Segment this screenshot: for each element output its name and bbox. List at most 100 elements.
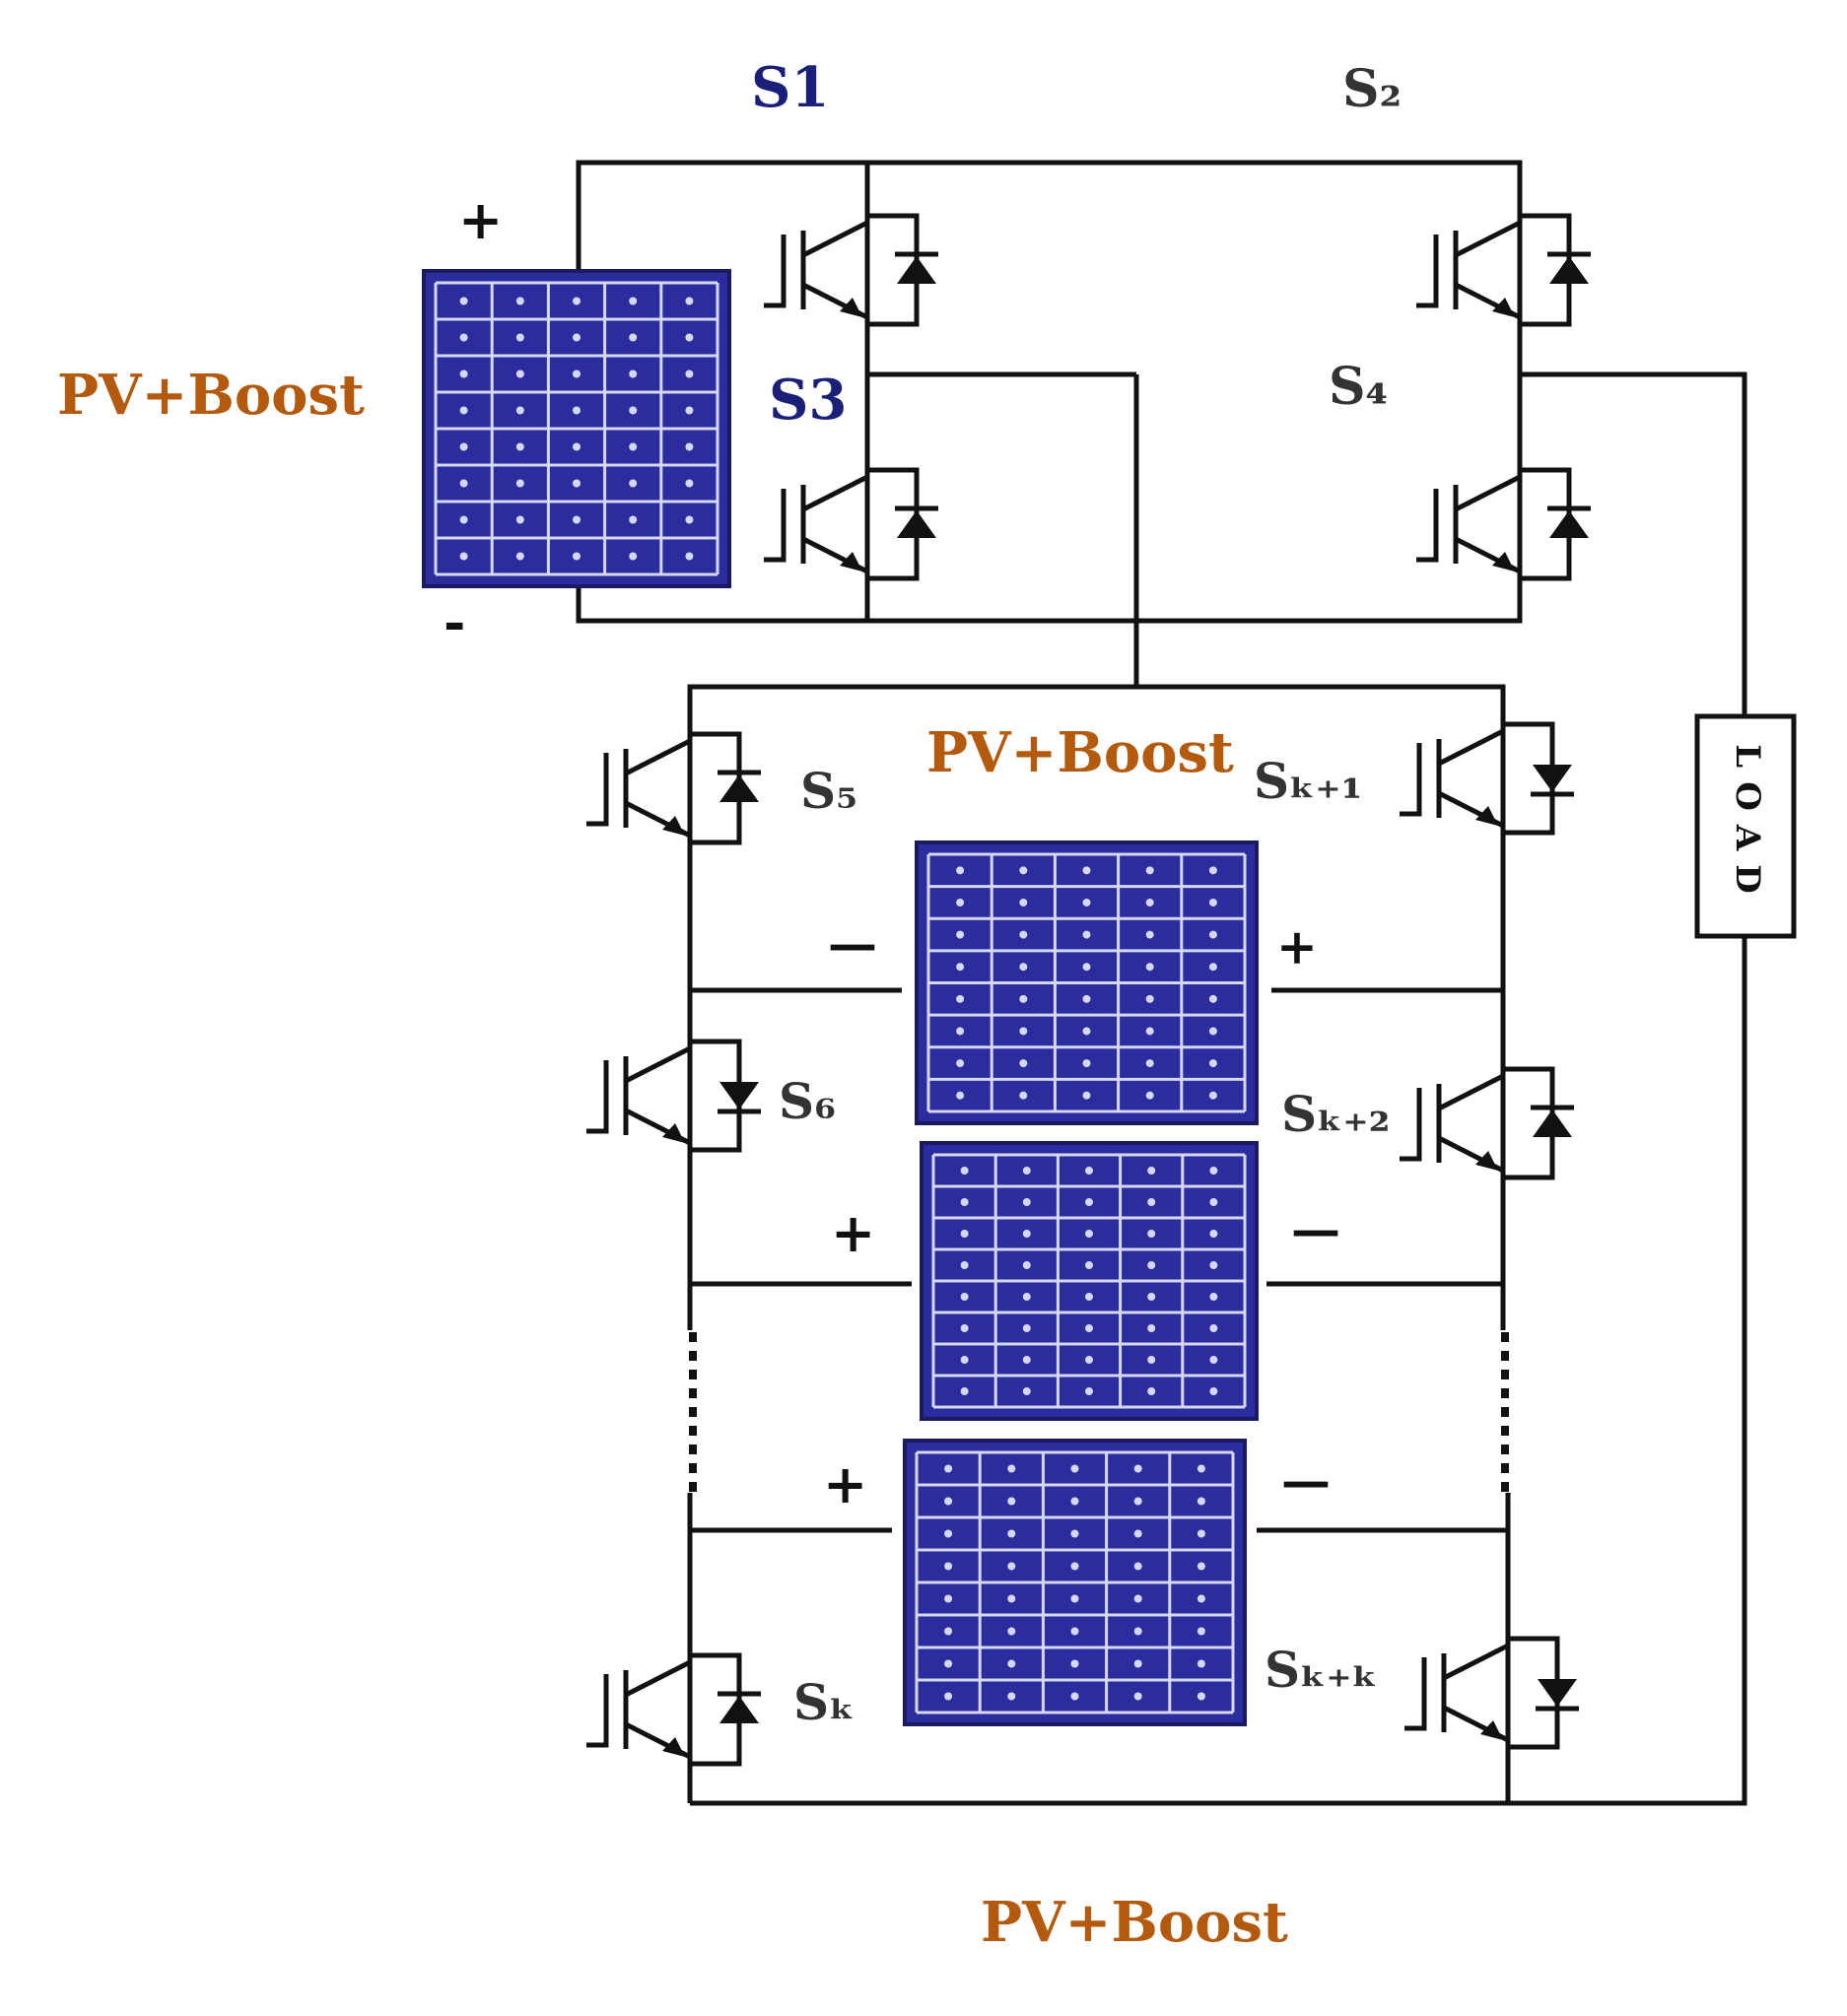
- wire-s4-to-load: [1520, 371, 1747, 716]
- gate-terminal: [586, 1674, 609, 1748]
- panel-cell-dot: [1019, 1091, 1028, 1100]
- panel-cell-dot: [1007, 1497, 1016, 1506]
- panel-cell-dot: [1085, 1167, 1093, 1175]
- panel-cell-dot: [1197, 1627, 1205, 1636]
- panel-cell-dot: [1147, 1198, 1156, 1206]
- polarity-p2-left: +: [831, 1201, 875, 1264]
- panel-cell-dot: [1147, 1324, 1156, 1332]
- panel-cell-dot: [944, 1529, 953, 1538]
- panel-cell-dot: [1085, 1356, 1093, 1364]
- panel-cell-dot: [1209, 1261, 1218, 1269]
- panel-cell-dot: [1022, 1198, 1031, 1206]
- emitter-arrow: [662, 816, 685, 836]
- panel-cell-dot: [629, 333, 638, 342]
- emitter-arrow: [1492, 298, 1515, 317]
- transistor-emitter: [624, 1108, 693, 1155]
- panel-cell-dot: [1007, 1659, 1016, 1668]
- pv-panel-middle-1: [915, 840, 1259, 1125]
- panel-cell-dot: [956, 963, 965, 972]
- panel-cell-dot: [629, 370, 638, 378]
- panel-cell-dot: [960, 1356, 969, 1364]
- diode-icon: [719, 1696, 759, 1723]
- panel-cell-dot: [459, 370, 468, 378]
- panel-cell-dot: [1208, 963, 1217, 972]
- diode-icon: [1549, 510, 1589, 538]
- diode-icon: [1538, 1679, 1577, 1707]
- panel-cell-dot: [1209, 1387, 1218, 1395]
- panel-cell-dot: [1197, 1562, 1205, 1571]
- panel-cell-dot: [1208, 898, 1217, 907]
- panel-cell-dot: [1147, 1293, 1156, 1301]
- transistor-collector: [1437, 1064, 1506, 1111]
- panel-cell-dot: [944, 1594, 953, 1603]
- panel-cell-dot: [629, 479, 638, 488]
- panel-cell-dot: [1208, 866, 1217, 875]
- panel-cell-dot: [1147, 1230, 1156, 1238]
- panel-cell-dot: [1082, 898, 1091, 907]
- panel-cell-dot: [515, 479, 524, 488]
- panel-cell-dot: [1082, 930, 1091, 939]
- switch-label-s4: S₄: [1329, 357, 1388, 417]
- transistor-collector: [1442, 1634, 1511, 1681]
- panel-cell-dot: [459, 333, 468, 342]
- panel-cell-dot: [1082, 866, 1091, 875]
- panel-cell-dot: [1019, 866, 1028, 875]
- emitter-arrow: [840, 298, 862, 317]
- panel-cell-dot: [1147, 1387, 1156, 1395]
- panel-cell-dot: [1147, 1261, 1156, 1269]
- panel-cell-dot: [1208, 930, 1217, 939]
- wiring: [576, 160, 1747, 1806]
- polarity-p2-right: —: [1291, 1200, 1340, 1258]
- diode-icon: [897, 510, 936, 538]
- load-box: [1694, 713, 1797, 939]
- gate-terminal: [586, 1060, 609, 1134]
- panel-cell-dot: [1197, 1497, 1205, 1506]
- gate-terminal: [1400, 743, 1422, 817]
- panel-cell-dot: [1019, 1059, 1028, 1068]
- panel-cell-dot: [1133, 1627, 1142, 1636]
- panel-cell-dot: [960, 1324, 969, 1332]
- panel-cell-dot: [1197, 1529, 1205, 1538]
- panel-cell-dot: [515, 406, 524, 415]
- panel-cell-dot: [1022, 1261, 1031, 1269]
- panel-cell-dot: [685, 333, 694, 342]
- panel-cell-dot: [1133, 1464, 1142, 1473]
- panel-cell-dot: [1209, 1198, 1218, 1206]
- gate-terminal: [586, 753, 609, 827]
- panel-cell-dot: [1147, 1356, 1156, 1364]
- panel-cell-dot: [1145, 1091, 1154, 1100]
- panel-cell-dot: [1133, 1594, 1142, 1603]
- pv-panel-middle-2: [920, 1141, 1259, 1421]
- panel-cell-dot: [459, 297, 468, 305]
- panel-cell-dot: [1085, 1261, 1093, 1269]
- pv-panel-top: [422, 269, 731, 588]
- gate-terminal: [1404, 1657, 1427, 1731]
- panel-cell-dot: [1145, 866, 1154, 875]
- panel-cell-dot: [573, 297, 581, 305]
- switch-s5: [586, 709, 761, 867]
- panel-cell-dot: [1019, 898, 1028, 907]
- panel-cell-dot: [1022, 1356, 1031, 1364]
- emitter-arrow: [1475, 806, 1498, 826]
- panel-cell-dot: [685, 370, 694, 378]
- transistor-collector: [801, 211, 870, 258]
- panel-cell-dot: [1019, 930, 1028, 939]
- panel-cell-dot: [1082, 1059, 1091, 1068]
- panel-cell-dot: [1208, 1059, 1217, 1068]
- gate-terminal: [764, 489, 787, 563]
- switch-label-sk2: Sₖ₊₂: [1281, 1085, 1391, 1143]
- panel-cell-dot: [1197, 1692, 1205, 1701]
- diode-icon: [1533, 765, 1572, 792]
- transistor-emitter: [1454, 282, 1523, 329]
- panel-cell-dot: [1085, 1293, 1093, 1301]
- pv-label-middle: PV+Boost: [926, 720, 1234, 785]
- panel-cell-dot: [1007, 1692, 1016, 1701]
- panel-cell-dot: [1007, 1529, 1016, 1538]
- panel-cell-dot: [459, 406, 468, 415]
- panel-cell-dot: [1145, 930, 1154, 939]
- switch-label-s5: S₅: [800, 762, 857, 820]
- panel-cell-dot: [1085, 1387, 1093, 1395]
- panel-cell-dot: [1082, 1091, 1091, 1100]
- panel-cell-dot: [956, 1027, 965, 1036]
- transistor-collector: [1454, 211, 1523, 258]
